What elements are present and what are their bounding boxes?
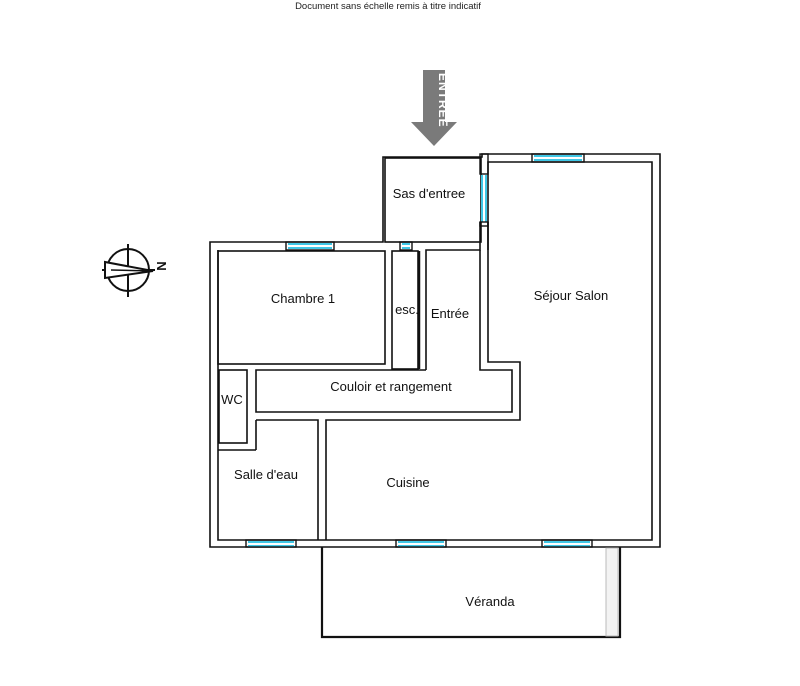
entrance-label: ENTRÉE (436, 73, 451, 128)
window-frames (245, 153, 593, 548)
windows (248, 155, 590, 547)
north-letter: N (154, 261, 169, 270)
veranda-hatch (605, 547, 619, 637)
room-label-couloir: Couloir et rangement (330, 379, 452, 394)
room-label-escalier: esc. (395, 302, 419, 317)
compass-icon: N (102, 244, 169, 297)
room-label-sejour: Séjour Salon (534, 288, 608, 303)
room-label-sas: Sas d'entree (393, 186, 466, 201)
room-label-chambre: Chambre 1 (271, 291, 335, 306)
walls (209, 153, 661, 639)
room-label-veranda: Véranda (465, 594, 515, 609)
room-label-wc: WC (221, 392, 243, 407)
room-label-cuisine: Cuisine (386, 475, 429, 490)
disclaimer-text: Document sans échelle remis à titre indi… (295, 1, 481, 12)
room-label-entree: Entrée (431, 306, 469, 321)
entrance-arrow: ENTRÉE (411, 70, 457, 146)
room-label-salle-eau: Salle d'eau (234, 467, 298, 482)
